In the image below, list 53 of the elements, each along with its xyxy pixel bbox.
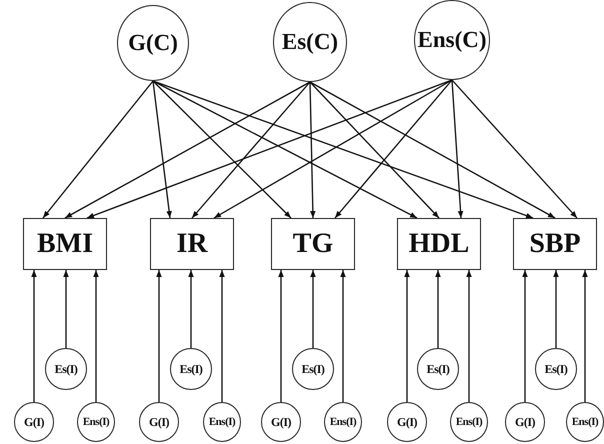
- variable-box: IR: [150, 218, 234, 270]
- individual-factor-circle: G(I): [261, 402, 301, 442]
- arrow: [340, 270, 346, 402]
- arrow: [219, 270, 225, 402]
- variable-box: HDL: [397, 218, 481, 270]
- individual-factor-circle: Es(I): [292, 348, 334, 390]
- arrow: [522, 270, 528, 402]
- arrow: [451, 80, 464, 218]
- individual-factor-circle: Ens(I): [77, 402, 115, 442]
- arrow: [466, 270, 472, 402]
- arrow: [152, 80, 418, 219]
- variable-box: TG: [271, 218, 355, 270]
- arrow: [192, 82, 310, 218]
- variable-box: BMI: [23, 218, 107, 270]
- individual-factor-circle: Es(I): [417, 348, 459, 390]
- common-factor-ellipse: Ens(C): [414, 0, 490, 80]
- arrow: [310, 82, 440, 218]
- individual-factor-circle: Ens(I): [450, 402, 488, 442]
- individual-factor-circle: Ens(I): [566, 402, 604, 442]
- arrow: [582, 270, 588, 402]
- arrow: [86, 79, 452, 219]
- individual-factor-circle: Es(I): [45, 348, 87, 390]
- individual-factor-circle: Es(I): [170, 348, 212, 390]
- common-factor-ellipse: Es(C): [273, 2, 347, 82]
- individual-factor-circle: G(I): [14, 402, 54, 442]
- arrow: [310, 81, 556, 219]
- arrow: [42, 80, 154, 218]
- arrow: [31, 270, 37, 402]
- common-factor-ellipse: G(C): [117, 5, 189, 81]
- arrow: [309, 82, 316, 218]
- individual-factor-circle: Es(I): [535, 348, 577, 390]
- arrow: [553, 270, 559, 348]
- individual-factor-circle: Ens(I): [324, 402, 362, 442]
- arrow: [93, 270, 99, 402]
- individual-factor-circle: Ens(I): [203, 402, 241, 442]
- arrow: [452, 80, 578, 218]
- arrow: [404, 270, 410, 402]
- individual-factor-circle: G(I): [505, 402, 545, 442]
- arrow: [310, 270, 316, 348]
- arrow: [152, 80, 172, 218]
- arrow: [435, 270, 441, 348]
- individual-factor-circle: G(I): [387, 402, 427, 442]
- arrow: [156, 270, 162, 402]
- arrow: [214, 79, 452, 219]
- arrow: [334, 80, 452, 218]
- arrow: [64, 81, 310, 219]
- variable-box: SBP: [513, 218, 597, 270]
- arrow: [152, 80, 534, 219]
- arrow: [63, 270, 69, 348]
- individual-factor-circle: G(I): [139, 402, 179, 442]
- arrow: [152, 80, 292, 218]
- arrow: [278, 270, 284, 402]
- arrow: [188, 270, 194, 348]
